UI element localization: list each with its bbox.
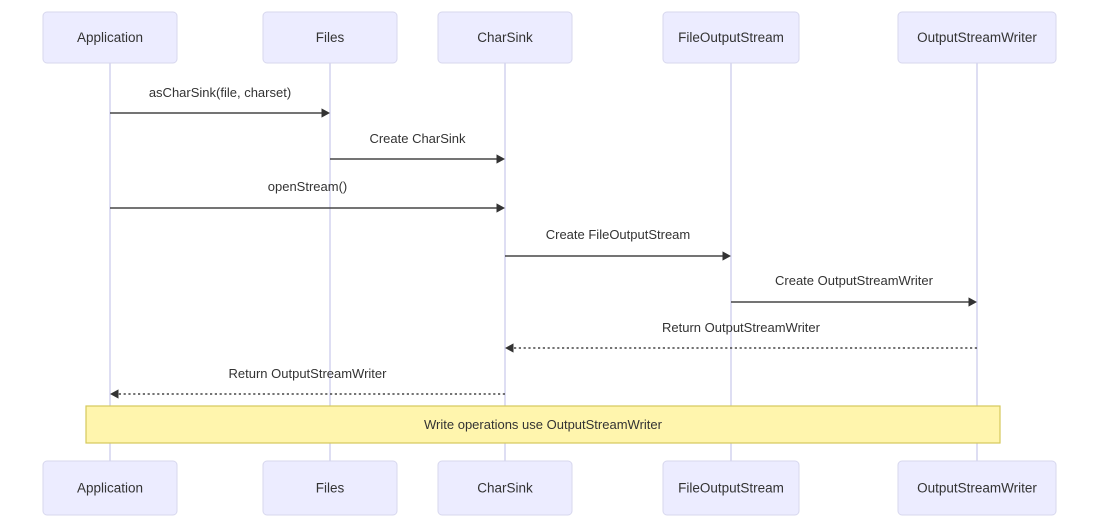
participant-charsink-header[interactable]: CharSink	[437, 11, 573, 64]
participant-outputstreamwriter-footer[interactable]: OutputStreamWriter	[897, 460, 1057, 516]
participant-box	[262, 460, 398, 516]
note-layer: Write operations use OutputStreamWriter	[85, 405, 1001, 444]
message-arrowhead	[496, 154, 505, 164]
participant-label: Application	[77, 30, 143, 45]
message-2-files-to-charsink[interactable]: Create CharSink	[330, 131, 505, 164]
message-label: openStream()	[268, 179, 347, 194]
participant-label: OutputStreamWriter	[917, 481, 1037, 496]
participant-box	[662, 460, 800, 516]
participant-label: Application	[77, 481, 143, 496]
participant-files-footer[interactable]: Files	[262, 460, 398, 516]
participant-label: Files	[316, 30, 345, 45]
lifelines-layer	[109, 63, 978, 461]
message-label: Create CharSink	[369, 131, 466, 146]
participant-box	[437, 460, 573, 516]
message-arrowhead	[722, 251, 731, 261]
participant-application-header[interactable]: Application	[42, 11, 178, 64]
note-box	[85, 405, 1001, 444]
participants-footer-layer: Application Files CharSink FileOutputStream…	[42, 460, 1057, 516]
participant-outputstreamwriter-header[interactable]: OutputStreamWriter	[897, 11, 1057, 64]
message-label: Create OutputStreamWriter	[775, 273, 934, 288]
messages-layer: asCharSink(file, charset) Create CharSink…	[110, 85, 977, 399]
message-arrowhead	[496, 203, 505, 213]
participant-label: FileOutputStream	[678, 481, 784, 496]
participant-fileoutputstream-header[interactable]: FileOutputStream	[662, 11, 800, 64]
message-6-outputstreamwriter-to-charsink[interactable]: Return OutputStreamWriter	[505, 320, 977, 353]
message-arrowhead	[321, 108, 330, 118]
note[interactable]: Write operations use OutputStreamWriter	[85, 405, 1001, 444]
message-arrowhead	[968, 297, 977, 307]
participant-box	[42, 11, 178, 64]
note-label: Write operations use OutputStreamWriter	[424, 417, 663, 432]
participant-box	[262, 11, 398, 64]
participant-label: CharSink	[477, 30, 533, 45]
message-arrowhead	[110, 389, 119, 399]
message-4-charsink-to-fileoutputstream[interactable]: Create FileOutputStream	[505, 227, 731, 261]
participant-label: Files	[316, 481, 345, 496]
message-7-charsink-to-application[interactable]: Return OutputStreamWriter	[110, 366, 505, 399]
participant-label: FileOutputStream	[678, 30, 784, 45]
participant-files-header[interactable]: Files	[262, 11, 398, 64]
message-3-application-to-charsink[interactable]: openStream()	[110, 179, 505, 213]
message-1-application-to-files[interactable]: asCharSink(file, charset)	[110, 85, 330, 118]
participant-label: OutputStreamWriter	[917, 30, 1037, 45]
message-label: asCharSink(file, charset)	[149, 85, 291, 100]
participant-label: CharSink	[477, 481, 533, 496]
message-5-fileoutputstream-to-outputstreamwriter[interactable]: Create OutputStreamWriter	[731, 273, 977, 307]
message-label: Return OutputStreamWriter	[662, 320, 821, 335]
message-label: Return OutputStreamWriter	[229, 366, 388, 381]
participants-header-layer: Application Files CharSink FileOutputStream…	[42, 11, 1057, 64]
message-arrowhead	[505, 343, 514, 353]
participant-box	[897, 460, 1057, 516]
participant-box	[662, 11, 800, 64]
participant-box	[437, 11, 573, 64]
participant-box	[42, 460, 178, 516]
participant-fileoutputstream-footer[interactable]: FileOutputStream	[662, 460, 800, 516]
participant-charsink-footer[interactable]: CharSink	[437, 460, 573, 516]
message-label: Create FileOutputStream	[546, 227, 691, 242]
participant-box	[897, 11, 1057, 64]
participant-application-footer[interactable]: Application	[42, 460, 178, 516]
